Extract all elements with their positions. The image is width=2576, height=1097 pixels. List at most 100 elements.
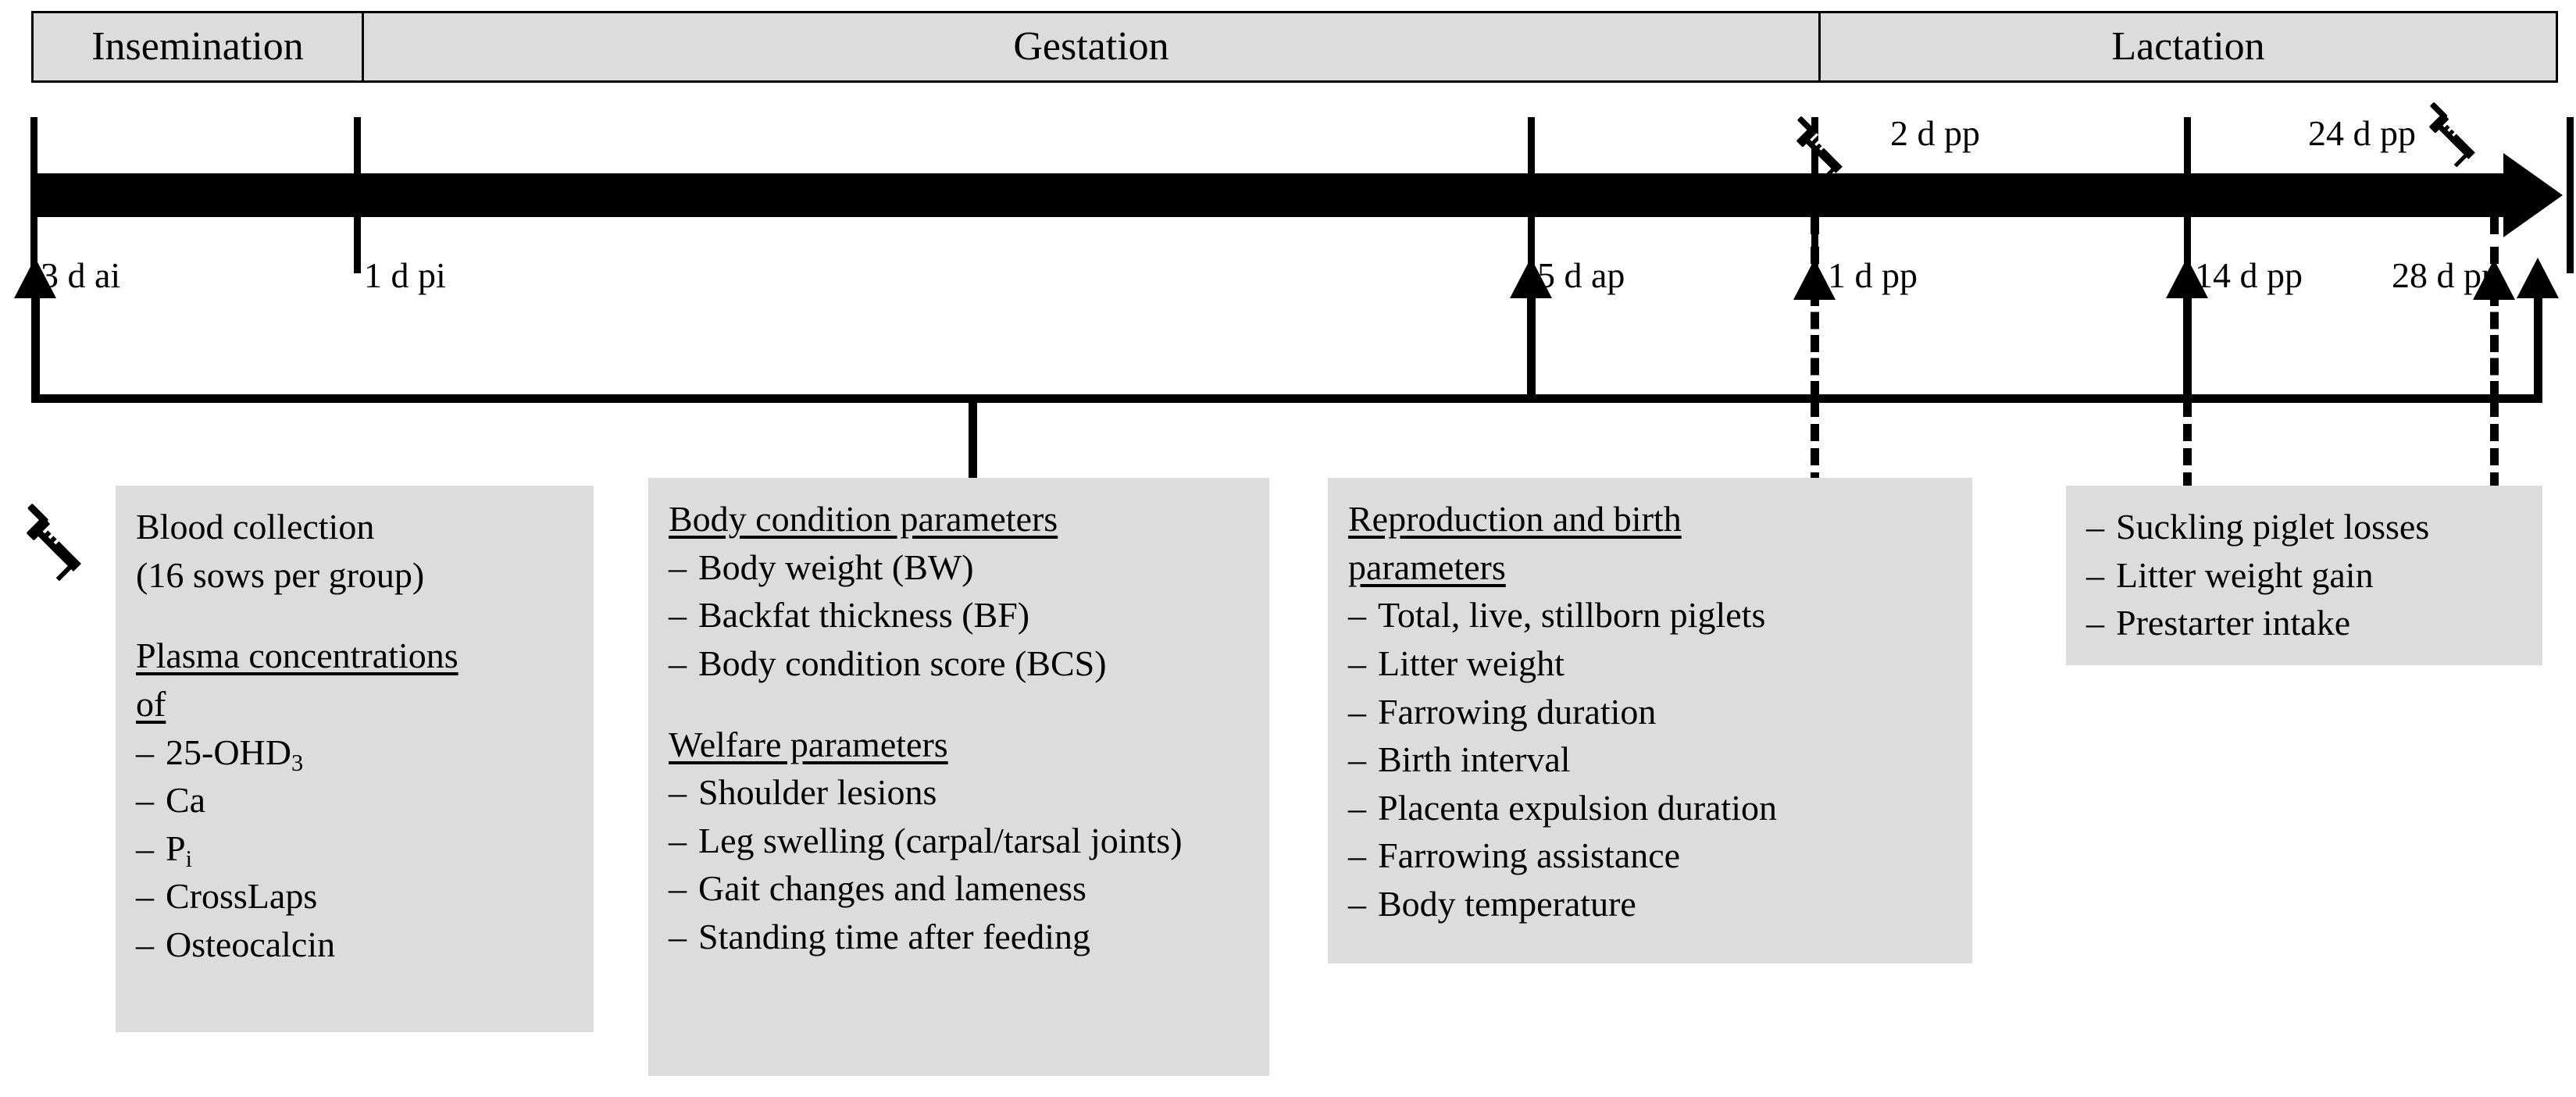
list-bullet-dash: – [1348,595,1366,636]
box-list-item: –25-OHD3 [136,728,573,777]
box-list-item: –Birth interval [1348,735,1952,784]
phase-cell-lactation: Lactation [1818,13,2556,80]
box-list-item: –Standing time after feeding [669,913,1249,961]
list-bullet-dash: – [136,828,154,868]
phase-cell-insemination: Insemination [34,13,362,80]
box-section-header: of [136,683,166,724]
list-bullet-dash: – [669,643,687,683]
timeline-tick-5 [2567,117,2574,273]
box-section-header: Body condition parameters [669,499,1058,539]
drop-piglet-box [2183,400,2192,490]
box-list-item: –Ca [136,776,573,825]
box-list-item: –CrossLaps [136,872,573,921]
up-arrow-5d-ap [1510,258,1552,298]
box-list-item: –Prestarter intake [2086,599,2522,647]
up-arrow-3d-ai [14,258,56,298]
blood-collection-box: Blood collection(16 sows per group)Plasm… [116,486,594,1032]
box-list-item-label: Birth interval [1378,739,1571,780]
box-section-header: Reproduction and birth [1348,499,1682,539]
list-bullet-dash: – [669,868,687,909]
list-bullet-dash: – [1348,835,1366,876]
connector-rail [31,394,2542,403]
timeline-label-above-1: 24 d pp [2308,113,2416,153]
box-list-item-label: Shoulder lesions [698,772,937,813]
list-bullet-dash: – [136,876,154,917]
box-list-item: –Body condition score (BCS) [669,639,1249,688]
phase-cell-gestation: Gestation [362,13,1818,80]
box-list-item: –Placenta expulsion duration [1348,784,1952,832]
box-section-header: parameters [1348,547,1506,587]
list-bullet-dash: – [2086,554,2104,595]
list-bullet-dash: – [669,820,687,860]
list-bullet-dash: – [2086,603,2104,643]
dashed-riser-1d-pp [1811,289,1819,398]
box-list-item: –Shoulder lesions [669,768,1249,817]
box-list-item: –Farrowing assistance [1348,832,1952,880]
timeline-tick-4 [2184,117,2191,273]
drop-reproduction-box [1811,400,1819,490]
list-bullet-dash: – [669,772,687,813]
list-bullet-dash: – [1348,691,1366,732]
timeline-axis [31,173,2519,217]
box-list-item-label: Litter weight [1378,643,1565,683]
box-list-item-label: Placenta expulsion duration [1378,787,1777,828]
box-text-line: (16 sows per group) [136,554,425,595]
riser-14d-pp [2183,289,2192,398]
box-list-item-label: Suckling piglet losses [2116,507,2430,547]
box-list-item-label: Litter weight gain [2116,554,2374,595]
up-arrow-28d-pp-dashed [2473,259,2515,300]
box-list-item-label: Total, live, stillborn piglets [1378,595,1766,636]
box-list-item: –Osteocalcin [136,921,573,969]
timeline-tick-3 [1811,117,1818,273]
drop-body-condition-box [969,400,977,490]
list-bullet-dash: – [669,917,687,956]
dashed-riser-28d-pp [2490,289,2499,398]
spacer [669,688,1249,721]
box-list-item-label: Standing time after feeding [698,917,1091,956]
syringe-icon-blood-collection [22,503,100,581]
riser-5d-ap [1527,289,1536,398]
list-bullet-dash: – [136,924,154,964]
box-list-item-label: Osteocalcin [166,924,336,964]
piglet-performance-box: –Suckling piglet losses–Litter weight ga… [2066,486,2542,665]
box-list-item: –Total, live, stillborn piglets [1348,591,1952,639]
box-section-header: Welfare parameters [669,724,948,764]
timeline-label-above-0: 2 d pp [1890,113,1980,153]
box-list-item: –Litter weight gain [2086,551,2522,600]
subscript: i [185,846,193,873]
box-section-header: Plasma concentrations [136,636,458,676]
list-bullet-dash: – [136,780,154,821]
list-bullet-dash: – [1348,643,1366,683]
box-list-item: –Body temperature [1348,880,1952,928]
box-list-item-label: 25-OHD3 [166,732,304,777]
body-condition-box: Body condition parameters–Body weight (B… [648,478,1269,1076]
subscript: 3 [291,750,304,776]
timeline-arrowhead-icon [2503,153,2563,237]
list-bullet-dash: – [1348,739,1366,780]
box-list-item-label: Body weight (BW) [698,547,974,587]
box-list-item-label: Leg swelling (carpal/tarsal joints) [698,820,1183,860]
box-list-item: –Pi [136,825,573,873]
up-arrow-1d-pp-dashed [1793,259,1836,300]
syringe-icon-2d-pp [1793,116,1858,181]
drop-piglet-box-right [2490,400,2499,490]
box-list-item: –Litter weight [1348,639,1952,688]
box-list-item-label: Farrowing duration [1378,691,1657,732]
timeline-tick-0 [30,117,37,273]
timeline-label-below-3: 1 d pp [1828,255,1918,295]
timeline-tick-1 [354,117,361,273]
timeline-label-below-1: 1 d pi [364,255,446,295]
up-arrow-28d-pp-solid [2517,258,2559,298]
dashed-1d-pp-upper [1811,217,1819,264]
box-list-item: –Gait changes and lameness [669,864,1249,913]
rail-left-riser [31,289,40,398]
list-bullet-dash: – [136,732,154,772]
box-list-item-label: Farrowing assistance [1378,835,1681,876]
box-list-item-label: Prestarter intake [2116,603,2351,643]
list-bullet-dash: – [669,547,687,587]
spacer [136,599,573,632]
syringe-icon-24d-pp [2425,102,2491,167]
